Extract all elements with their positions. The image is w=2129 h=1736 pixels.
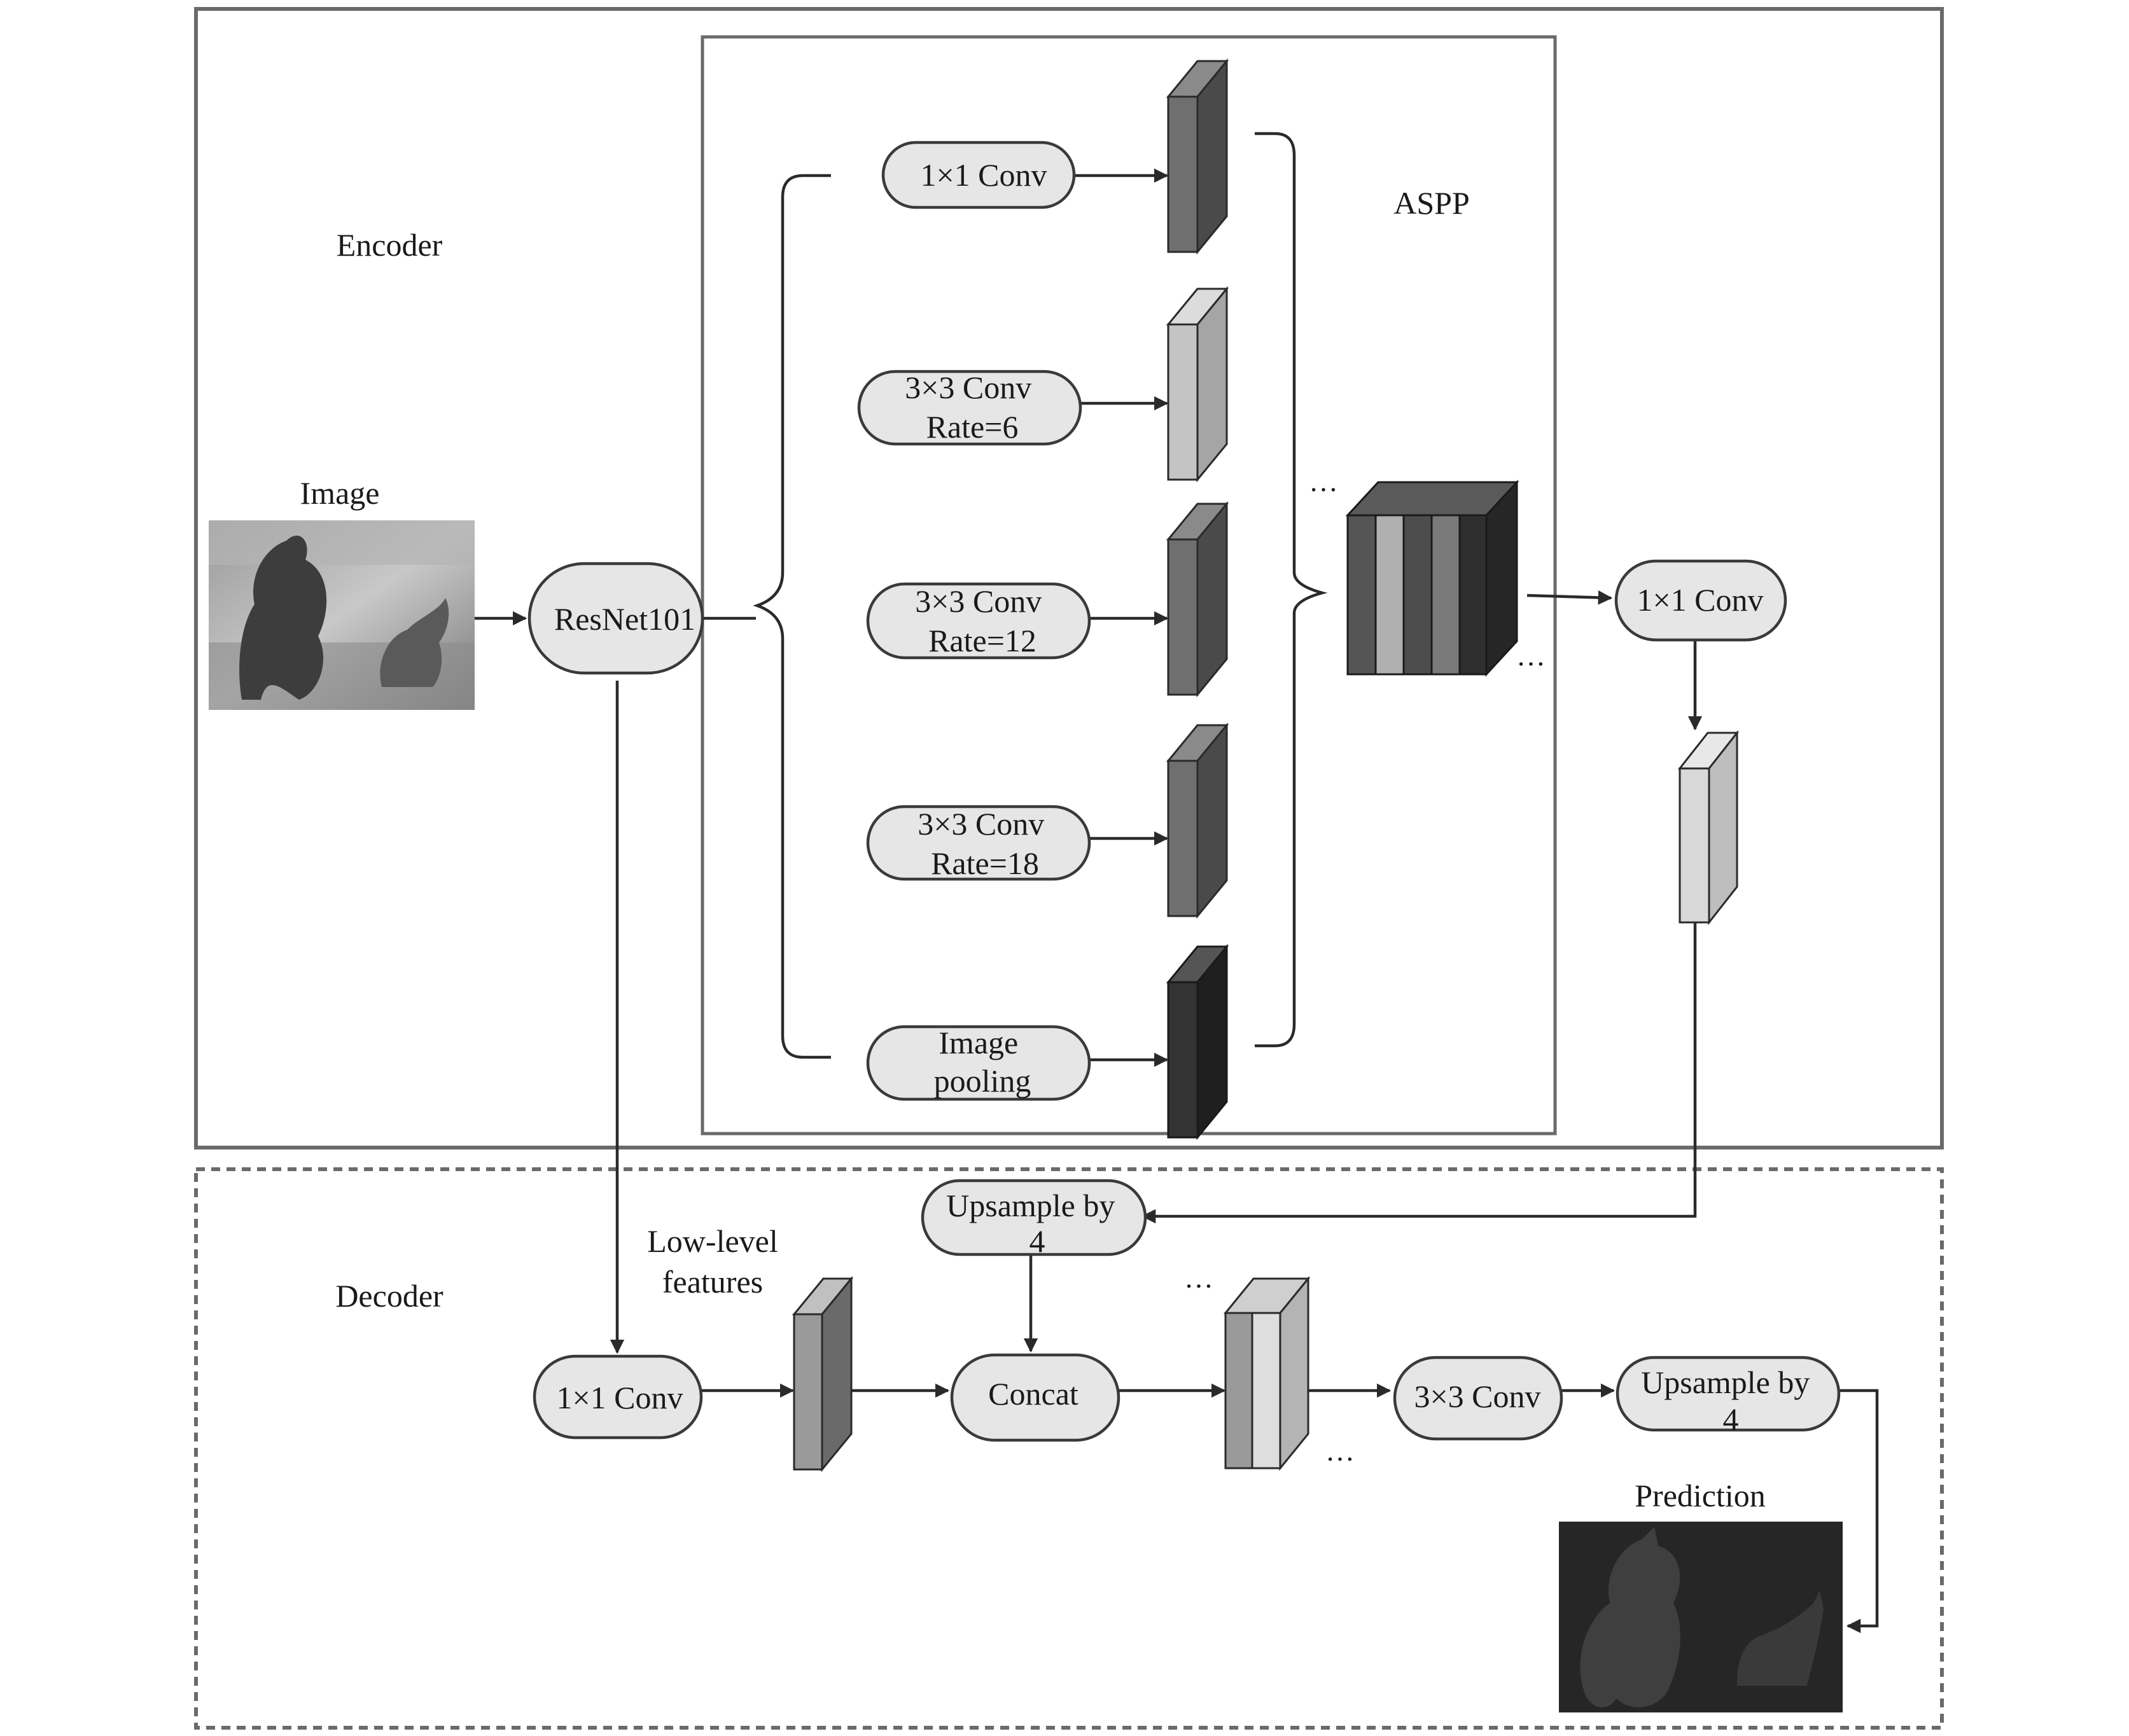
aspp-pool-node: Image pooling [866, 1025, 1091, 1101]
aspp-right-brace [1255, 132, 1328, 1048]
aspp-conv1-node: 1×1 Conv [881, 141, 1076, 209]
prediction-image [1559, 1522, 1843, 1712]
upsample-a-node: Upsample by 4 [921, 1179, 1147, 1259]
aspp-branch-feature-4 [1166, 722, 1229, 919]
encoder-label: Encoder [337, 227, 443, 263]
image-label: Image [300, 475, 380, 511]
aspp-stack-ellipsis-top: … [1309, 465, 1338, 497]
upsample-a-line2: 4 [1030, 1223, 1045, 1259]
svg-text:3×3 Conv Rate=6: 3×3 Conv Rate=6 [905, 370, 1040, 445]
low-level-label-1: Low-level [647, 1223, 778, 1259]
aspp-branch-feature-2 [1166, 286, 1229, 483]
svg-text:Upsample by 4: Upsample by 4 [1641, 1364, 1818, 1437]
aspp-label: ASPP [1393, 185, 1470, 221]
svg-text:Upsample by 4: Upsample by 4 [946, 1188, 1123, 1259]
aspp-branch-feature-1 [1166, 58, 1229, 255]
aspp-pool-line2: pooling [934, 1063, 1031, 1099]
prediction-label: Prediction [1635, 1478, 1766, 1513]
aspp-conv1-label: 1×1 Conv [920, 157, 1047, 193]
encoder-frame [194, 7, 1944, 1149]
aspp-left-brace [753, 174, 831, 1059]
conv3x3-node: 3×3 Conv [1393, 1356, 1563, 1441]
svg-text:3×3 Conv Rate=12: 3×3 Conv Rate=12 [915, 583, 1050, 658]
aspp-branch-feature-5 [1166, 943, 1229, 1141]
decoder-stack-ellipsis-bottom: … [1325, 1434, 1355, 1467]
conv3x3-label: 3×3 Conv [1414, 1378, 1540, 1414]
decoder-frame [194, 1167, 1944, 1730]
decoder-label: Decoder [335, 1278, 443, 1314]
aspp-conv18-node: 3×3 Conv Rate=18 [866, 805, 1091, 881]
aspp-conv12-line1: 3×3 Conv [915, 583, 1042, 619]
aspp-conv12-node: 3×3 Conv Rate=12 [866, 582, 1091, 660]
decoder-concat-stack [1223, 1275, 1311, 1471]
aspp-pool-line1: Image [939, 1025, 1018, 1060]
svg-text:1×1 Conv: 1×1 Conv [556, 1380, 683, 1415]
edge-feature-to-upsample [1141, 922, 1697, 1224]
aspp-conv6-line1: 3×3 Conv [905, 370, 1031, 405]
concat-label: Concat [988, 1376, 1078, 1412]
svg-text:Concat: Concat [988, 1376, 1078, 1412]
aspp-conv18-line2: Rate=18 [931, 845, 1039, 881]
aspp-branch-feature-3 [1166, 501, 1229, 698]
upsample-b-line2: 4 [1723, 1401, 1739, 1437]
low-level-label-2: features [662, 1264, 763, 1300]
upsample-b-line1: Upsample by [1641, 1364, 1810, 1400]
upsample-a-line1: Upsample by [946, 1188, 1115, 1223]
encoder-conv-label: 1×1 Conv [1637, 582, 1763, 618]
encoder-output-feature [1677, 730, 1740, 926]
resnet-node: ResNet101 [527, 562, 704, 675]
svg-text:1×1 Conv: 1×1 Conv [920, 157, 1047, 193]
edge-upsample-to-prediction [1836, 1389, 1879, 1634]
aspp-conv12-line2: Rate=12 [928, 623, 1037, 658]
encoder-conv-node: 1×1 Conv [1614, 559, 1787, 642]
decoder-stack-ellipsis-top: … [1184, 1261, 1213, 1294]
aspp-frame [701, 35, 1557, 1135]
aspp-conv18-line1: 3×3 Conv [918, 806, 1044, 842]
svg-text:1×1 Conv: 1×1 Conv [1637, 582, 1763, 618]
svg-text:3×3 Conv Rate=18: 3×3 Conv Rate=18 [918, 806, 1052, 881]
resnet-label: ResNet101 [554, 601, 695, 637]
input-image [209, 520, 475, 710]
svg-text:3×3 Conv: 3×3 Conv [1414, 1378, 1540, 1414]
svg-text:ResNet101: ResNet101 [554, 601, 695, 637]
aspp-conv6-line2: Rate=6 [926, 409, 1019, 445]
decoder-conv-node: 1×1 Conv [533, 1354, 703, 1440]
low-level-feature [792, 1275, 854, 1473]
aspp-conv6-node: 3×3 Conv Rate=6 [857, 370, 1082, 446]
concat-node: Concat [950, 1353, 1120, 1442]
edge-aspp-stack-to-conv [1526, 590, 1613, 605]
aspp-stack-ellipsis-bottom: … [1516, 639, 1546, 672]
svg-text:Image pooling: Image pooling [934, 1025, 1031, 1099]
decoder-conv-label: 1×1 Conv [556, 1380, 683, 1415]
aspp-concat-stack [1345, 480, 1519, 677]
upsample-b-node: Upsample by 4 [1616, 1356, 1841, 1437]
